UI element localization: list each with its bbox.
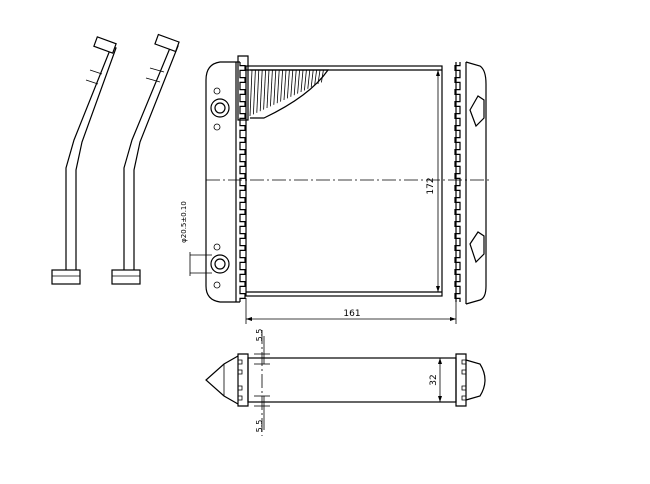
fin-line xyxy=(256,69,260,113)
offset-bottom-label: 5.5 xyxy=(255,420,264,433)
fin-line xyxy=(273,69,277,105)
fin-line xyxy=(290,69,294,97)
fin-line xyxy=(293,69,297,96)
dimension-height: 172 xyxy=(426,70,440,292)
pipe-right xyxy=(111,33,180,285)
fin-line xyxy=(259,69,263,112)
fin-line xyxy=(263,69,266,110)
fin-line xyxy=(270,69,273,107)
offset-top-label: 5.5 xyxy=(255,329,264,342)
depth-label: 32 xyxy=(429,374,439,385)
dimension-width: 161 xyxy=(245,298,457,324)
fin-line xyxy=(266,69,270,109)
port-top xyxy=(210,87,230,131)
fin-line xyxy=(321,69,324,83)
fin-line xyxy=(253,69,256,115)
port-bottom xyxy=(210,243,230,289)
fin-line xyxy=(249,69,253,117)
fin-hatching xyxy=(249,69,324,117)
dimension-offset-bottom: 5.5 xyxy=(254,395,270,433)
fin-line xyxy=(300,69,304,93)
fin-line xyxy=(276,69,280,104)
dimension-depth: 32 xyxy=(429,358,442,402)
fin-line xyxy=(307,69,311,89)
pipe-left xyxy=(51,36,117,285)
core-front-view xyxy=(205,55,490,305)
width-label: 161 xyxy=(343,309,360,319)
fin-line xyxy=(304,69,307,91)
height-label: 172 xyxy=(426,177,436,194)
fin-line xyxy=(297,69,300,94)
fin-line xyxy=(310,69,314,88)
core-side-view xyxy=(205,330,486,436)
fin-line xyxy=(314,69,317,86)
diameter-label: φ20.5±0.10 xyxy=(180,201,188,243)
dimension-diameter: φ20.5±0.10 xyxy=(180,201,212,276)
fin-line xyxy=(283,69,287,101)
fin-line xyxy=(280,69,283,102)
dimension-offset-top: 5.5 xyxy=(254,329,270,365)
fin-line xyxy=(287,69,290,99)
